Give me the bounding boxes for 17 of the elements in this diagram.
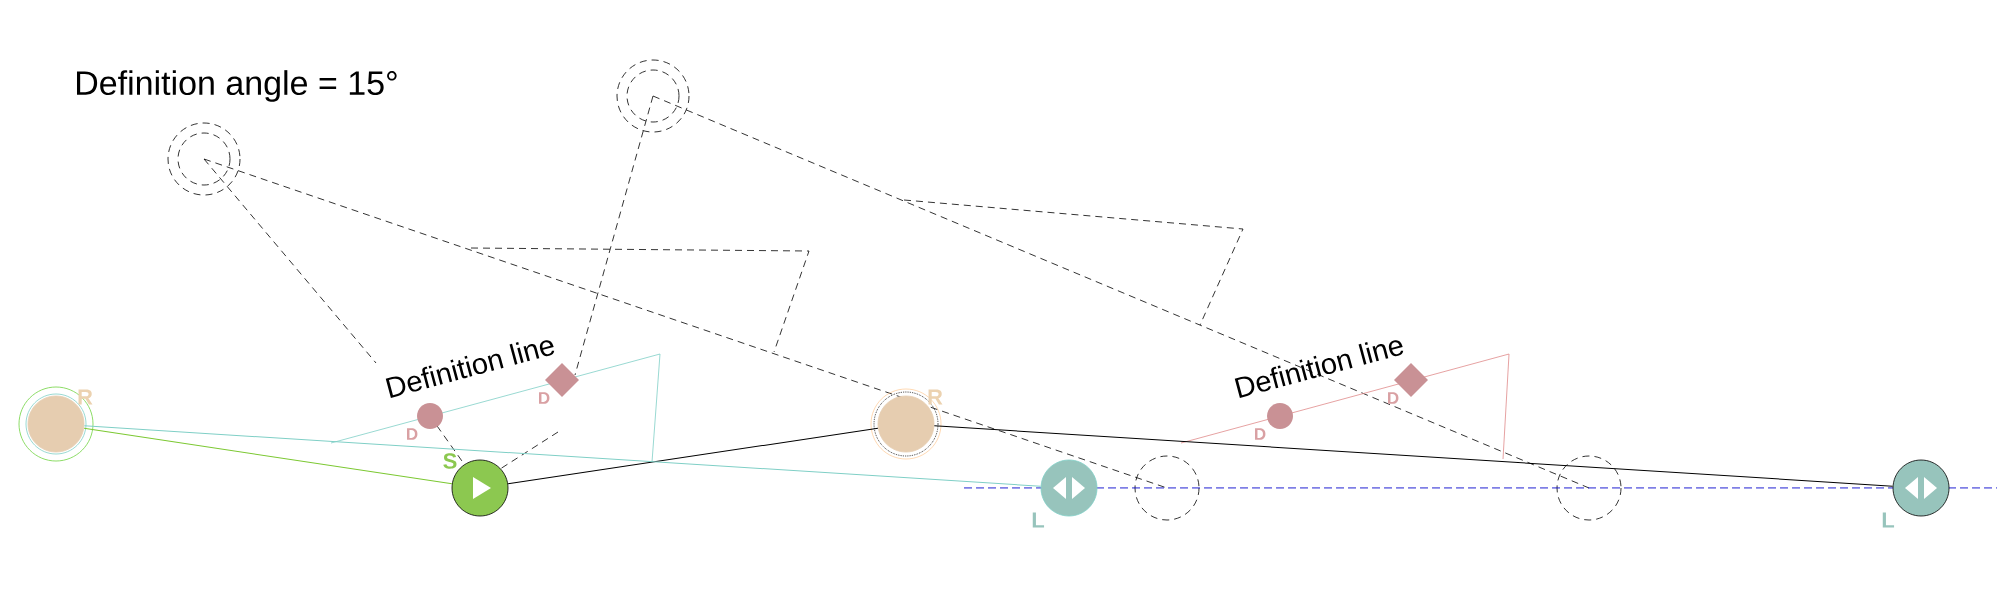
letter-label: S (443, 453, 457, 469)
listener-circle (1892, 459, 1950, 517)
marker-label: D (1388, 392, 1399, 404)
letter-label: L (1032, 512, 1045, 528)
connector-line (507, 427, 879, 485)
connector-line (83, 425, 1042, 487)
letter-label: R (928, 389, 943, 405)
marker-label: D (539, 392, 550, 404)
letter-label: R (78, 389, 93, 405)
source-circle (870, 388, 942, 460)
connector-line (83, 427, 453, 485)
marker-label: D (407, 428, 418, 440)
source-circle (18, 386, 94, 462)
letter-label: L (1882, 512, 1895, 528)
heading-text: Definition angle = 15° (77, 70, 397, 102)
connector-line (933, 425, 1894, 487)
marker-label: D (1255, 428, 1266, 440)
